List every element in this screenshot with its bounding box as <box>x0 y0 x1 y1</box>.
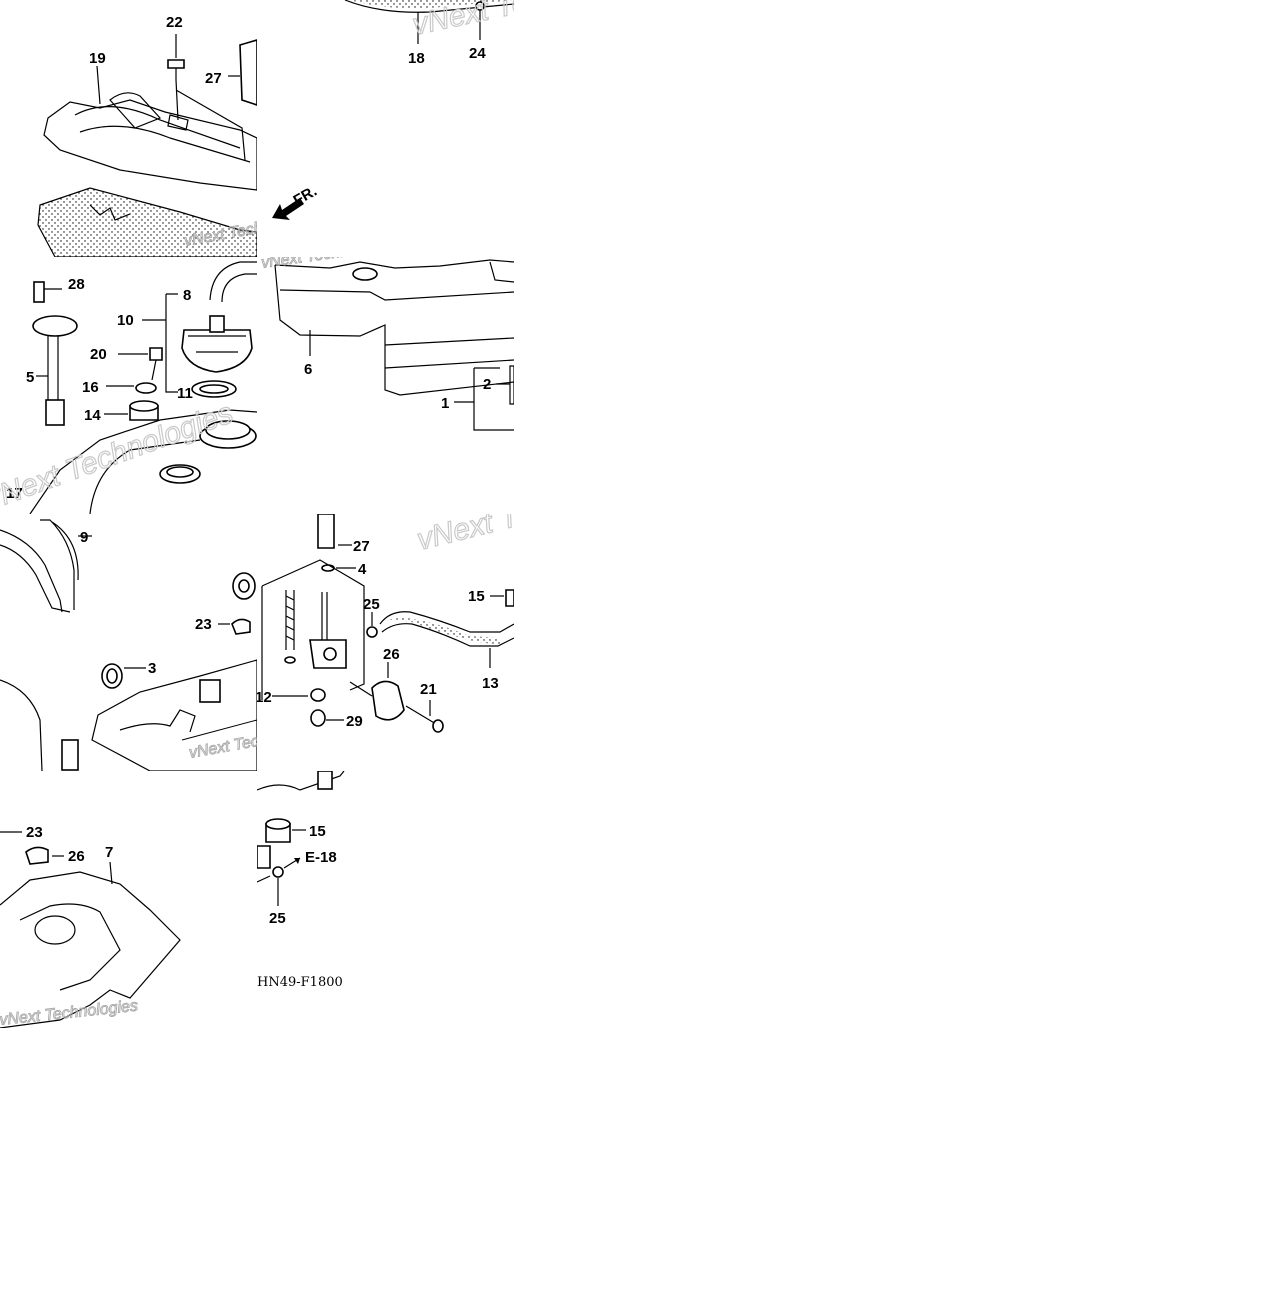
callout-26: 23 <box>195 616 212 633</box>
callout-28: 28 <box>68 276 85 293</box>
valve-lever <box>371 680 405 721</box>
fuel-hose-9 <box>0 529 71 613</box>
bracket-27 <box>317 514 335 549</box>
cover-7 <box>0 871 181 1028</box>
callout-9: 9 <box>80 529 88 546</box>
callout-10: 10 <box>117 312 134 329</box>
callout-16: 16 <box>82 379 99 396</box>
vent-hose <box>209 261 257 303</box>
callout-2: 2 <box>483 376 491 393</box>
watermark-tile-5: vNext Technologies <box>188 721 328 762</box>
fuel-hose-13 <box>379 611 514 647</box>
tile-lower-left: 9 3 23 vNext Technologies <box>0 519 328 771</box>
watermark-tile-4: vNext Technologies <box>260 236 400 272</box>
callout-11: 11 <box>177 385 193 402</box>
callout-25: 25 <box>363 596 380 613</box>
callout-21: 21 <box>420 681 437 698</box>
callout-27: 27 <box>205 70 222 87</box>
diagram-reference-code: HN49-F1800 <box>257 975 343 990</box>
callout-25-b: 25 <box>269 910 286 927</box>
frame-19 <box>43 99 257 191</box>
callout-6: 6 <box>304 361 312 378</box>
callout-23-b: 23 <box>26 824 43 841</box>
watermark-tile-2: vNext Technologies <box>410 0 672 42</box>
tile-lower-center: 27 4 12 29 25 13 15 <box>255 462 675 733</box>
tile-middle-left: 28 8 10 20 16 14 11 5 17 vNext Technolog… <box>0 261 257 514</box>
callout-5: 5 <box>26 369 34 386</box>
callout-13: 13 <box>482 675 499 692</box>
callout-18: 18 <box>408 50 425 67</box>
callout-4: 4 <box>358 561 367 578</box>
callout-1: 1 <box>441 395 449 412</box>
tile-top-right: 18 24 FR. vNext Technologies <box>272 0 672 220</box>
tile-middle-right: 6 2 1 vNext Technologies <box>260 236 514 431</box>
callout-14: 14 <box>84 407 101 424</box>
callout-15: 15 <box>468 588 485 605</box>
callout-27-b: 27 <box>353 538 370 555</box>
callout-24: 24 <box>469 45 486 62</box>
callout-15-b: 15 <box>309 823 326 840</box>
callout-23: 3 <box>148 660 156 677</box>
callout-19: 19 <box>89 50 106 67</box>
callout-26-b: 26 <box>68 848 85 865</box>
callout-7: 7 <box>105 844 113 861</box>
callout-29: 29 <box>346 713 363 730</box>
callout-17: 17 <box>6 485 23 502</box>
reference-e-18: E-18 <box>305 849 337 866</box>
fuel-gauge-sender <box>32 315 78 337</box>
skid-plate-edge <box>344 0 514 13</box>
watermark-tile-7: vNext Technologies <box>0 998 139 1029</box>
callout-20: 20 <box>90 346 107 363</box>
floor-mat <box>37 187 257 257</box>
callout-12: 12 <box>255 689 272 706</box>
frame-lower <box>91 659 257 771</box>
fuel-tank-6 <box>274 259 514 269</box>
plug-26 <box>231 618 251 635</box>
watermark-tile-6: vNext Technologies <box>414 462 675 557</box>
front-direction-arrow <box>272 198 304 220</box>
tile-top-left: 22 19 27 vNext Technologies <box>37 14 257 257</box>
tile-bottom-left: 23 26 7 vNext Technologies <box>0 824 181 1029</box>
fuel-cap <box>181 329 253 373</box>
fuel-tank-top <box>29 409 257 514</box>
tile-bottom-center: 15 E-18 25 HN49-F1800 <box>257 771 345 990</box>
plug-26-b <box>25 846 49 865</box>
callout-8: 8 <box>183 287 191 304</box>
callout-3: 26 <box>383 646 400 663</box>
callout-22: 22 <box>166 14 183 31</box>
